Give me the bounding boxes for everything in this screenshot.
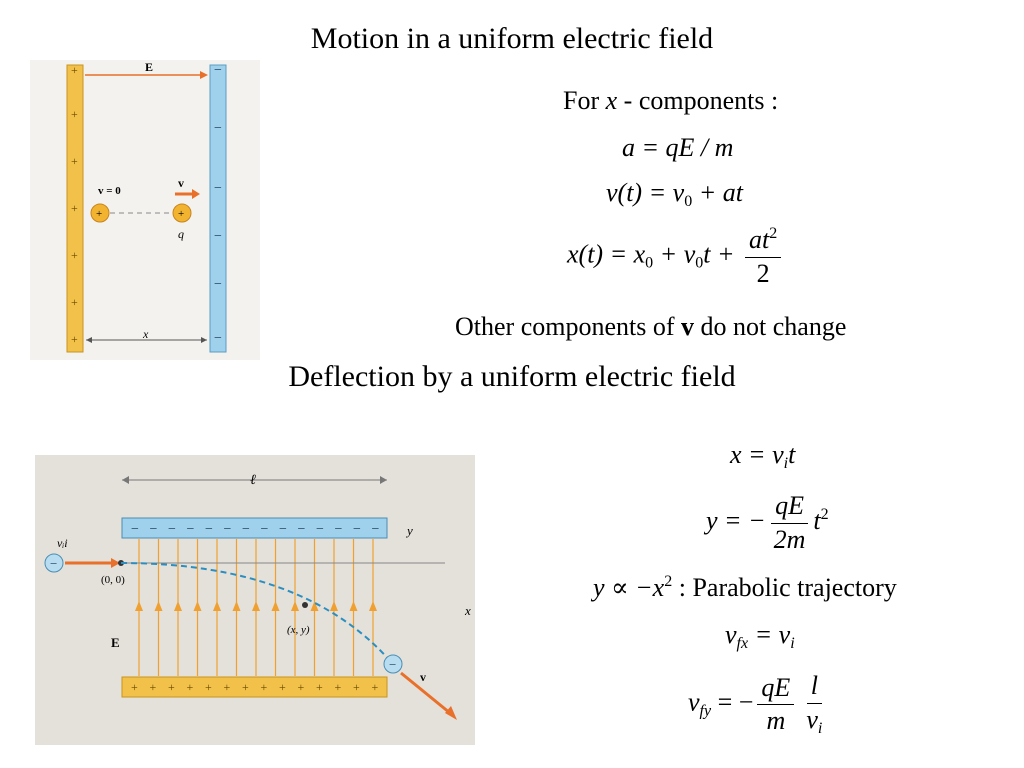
plus-sign: + [71,332,78,346]
plus-sign: + [168,680,175,694]
field-label-E: E [111,635,120,650]
field-arrow [154,601,163,611]
field-arrow [310,601,319,611]
plus-sign: + [150,680,157,694]
plus-sign: + [71,295,78,309]
minus-sign: − [214,229,222,244]
field-arrow [252,601,260,611]
v0-label: v = 0 [98,185,121,197]
minus-sign: − [150,522,158,537]
negative-plate [121,517,388,539]
plus-sign: + [71,154,78,168]
vfx-equation: vfx = vi [725,620,795,652]
v-label: v [178,176,184,190]
minus-sign: − [214,121,222,136]
slide-title-bottom: Deflection by a uniform electric field [288,360,736,393]
heading-x-components: For x - components : [563,86,779,115]
minus-sign: − [205,522,213,537]
charge-start [90,203,110,223]
electron-in [44,553,64,573]
minus-sign: − [335,522,343,537]
minus-sign: − [224,522,232,537]
origin-label: (0, 0) [101,574,125,586]
field-arrow [174,601,182,611]
plus-sign: + [205,680,212,694]
field-arrow [232,601,241,611]
plus-sign: + [316,680,323,694]
negative-plate [209,64,227,353]
x-vi-t-equation: x = vit [730,440,796,472]
field-arrow [135,601,143,611]
positive-plate [66,64,84,353]
positive-plate [121,676,388,698]
length-label: ℓ [250,473,256,488]
minus-sign: − [168,522,176,537]
trajectory [120,562,393,664]
plus-sign: + [335,680,342,694]
point-label: (x, y) [287,624,310,636]
vi-label: vᵢi [57,536,68,550]
svg-text:−: − [389,657,396,672]
svg-text:+: + [178,208,184,220]
minus-sign: − [214,331,222,346]
minus-sign: − [298,522,306,537]
minus-sign: − [214,63,222,78]
plus-sign: + [279,680,286,694]
plus-sign: + [353,680,360,694]
electron-out [383,654,403,674]
field-arrow [349,601,358,611]
minus-sign: − [316,522,324,537]
velocity-equation: v(t) = v0 + at [606,178,743,210]
parabolic-trajectory: y ∝ −x2 : Parabolic trajectory [593,573,897,602]
plus-sign: + [71,107,78,121]
plus-sign: + [71,201,78,215]
y-axis-label: y [405,523,413,538]
plus-sign: + [372,680,379,694]
plus-sign: + [224,680,231,694]
minus-sign: − [261,522,269,537]
field-arrow [271,601,280,611]
minus-sign: − [214,277,222,292]
svg-text:−: − [50,556,57,571]
minus-sign: − [242,522,250,537]
field-label-E: E [145,60,153,74]
v-label: v [420,670,426,684]
field-arrow [193,601,202,611]
other-components-note: Other components of v do not change [455,312,847,341]
minus-sign: − [214,181,222,196]
field-arrow [330,601,338,611]
plus-sign: + [71,248,78,262]
minus-sign: − [353,522,361,537]
plus-sign: + [261,680,268,694]
plus-sign: + [131,680,138,694]
charge-label: q [178,227,184,241]
top-plates-figure: + + + + + + + − − − − − − E v = 0 + + v q x [30,60,260,360]
minus-sign: − [372,522,380,537]
plus-sign: + [242,680,249,694]
minus-sign: − [131,522,139,537]
slide-title-top: Motion in a uniform electric field [310,22,714,55]
svg-text:+: + [96,208,102,220]
minus-sign: − [279,522,287,537]
field-arrow [369,601,377,611]
minus-sign: − [187,522,195,537]
x-axis-label: x [464,603,471,618]
deflection-figure: ℓ −−−−−−−−−−−−−− ++++++++++++++ x y − vᵢ… [35,455,475,745]
distance-label: x [142,327,149,341]
plus-sign: + [298,680,305,694]
acceleration-equation: a = qE / m [622,133,734,162]
field-arrow [291,601,299,611]
charge-end [172,203,192,223]
plus-sign: + [187,680,194,694]
field-arrow [213,601,221,611]
plus-sign: + [71,63,78,77]
